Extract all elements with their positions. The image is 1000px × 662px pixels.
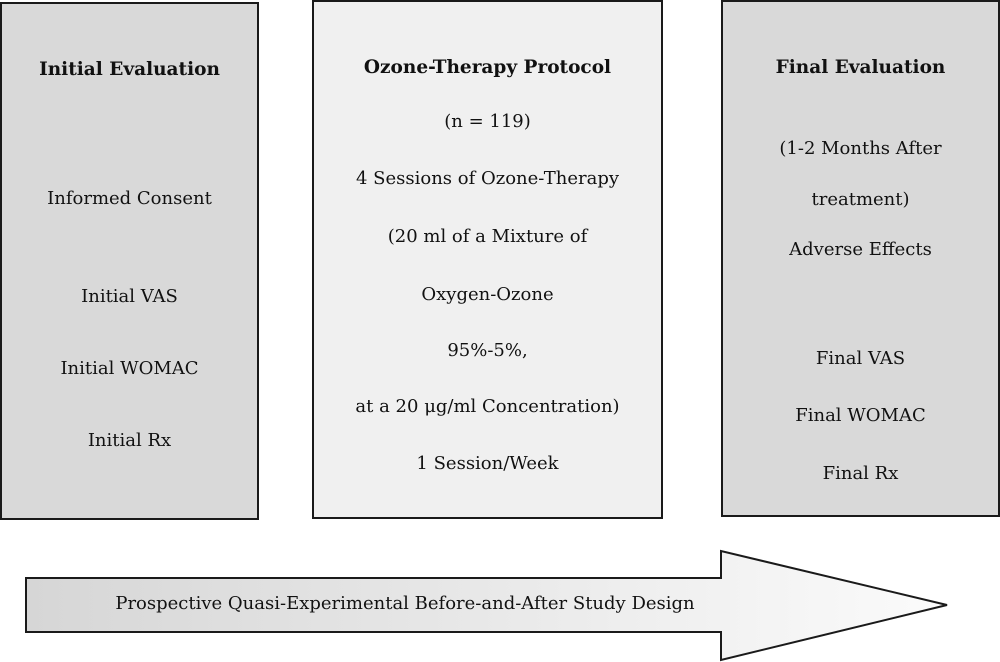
- final-evaluation-title: Final Evaluation: [775, 57, 946, 78]
- initial-evaluation-title: Initial Evaluation: [39, 59, 220, 80]
- final-timing-line-1: (1-2 Months After: [779, 138, 942, 159]
- protocol-sessions: 4 Sessions of Ozone-Therapy: [355, 168, 620, 189]
- informed-consent-item: Informed Consent: [47, 188, 212, 209]
- initial-vas-item: Initial VAS: [81, 286, 178, 307]
- protocol-concentration: at a 20 μg/ml Concentration): [355, 396, 620, 417]
- protocol-ratio: 95%-5%,: [447, 340, 528, 361]
- initial-womac-item: Initial WOMAC: [60, 358, 199, 379]
- initial-evaluation-box: Initial Evaluation Informed Consent Init…: [0, 2, 259, 520]
- final-evaluation-box: Final Evaluation (1-2 Months After treat…: [721, 0, 1000, 517]
- timeline-arrow: [25, 549, 948, 662]
- ozone-therapy-protocol-box: Ozone-Therapy Protocol (n = 119) 4 Sessi…: [312, 0, 663, 519]
- protocol-mixture: (20 ml of a Mixture of: [387, 226, 588, 247]
- final-vas-item: Final VAS: [815, 348, 906, 369]
- protocol-title: Ozone-Therapy Protocol: [363, 57, 612, 78]
- protocol-frequency: 1 Session/Week: [416, 453, 559, 474]
- final-timing-line-2: treatment): [811, 189, 910, 210]
- study-design-label: Prospective Quasi-Experimental Before-an…: [115, 593, 695, 614]
- protocol-oxygen-ozone: Oxygen-Ozone: [421, 284, 554, 305]
- timeline-arrow-shape: [25, 549, 948, 662]
- final-rx-item: Final Rx: [822, 463, 899, 484]
- protocol-sample-size: (n = 119): [444, 111, 531, 132]
- final-womac-item: Final WOMAC: [795, 405, 926, 426]
- initial-rx-item: Initial Rx: [87, 430, 172, 451]
- adverse-effects-item: Adverse Effects: [789, 239, 932, 260]
